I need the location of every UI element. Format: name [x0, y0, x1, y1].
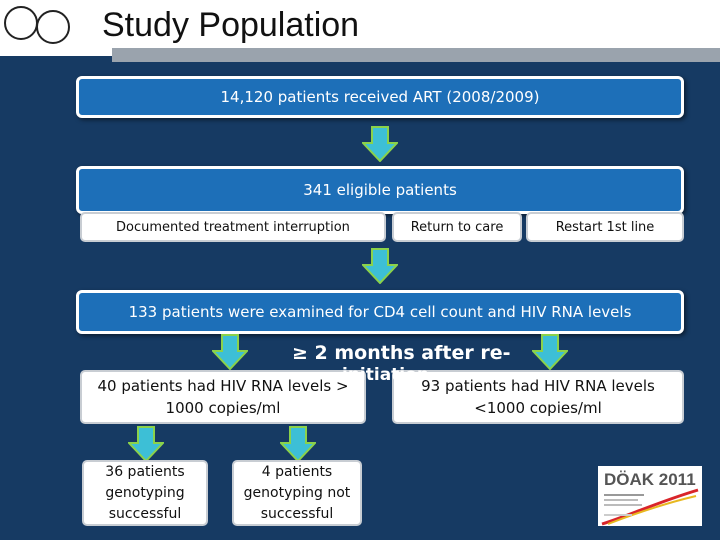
box-restart-first-line-text: Restart 1st line [555, 219, 655, 235]
box-rna-above-1000: 40 patients had HIV RNA levels > 1000 co… [80, 370, 366, 424]
page-title: Study Population [102, 6, 360, 44]
logo-swoosh-icon [601, 488, 699, 526]
down-arrow-icon [212, 334, 248, 370]
box-eligible-patients-text: 341 eligible patients [303, 181, 457, 199]
box-rna-below-1000: 93 patients had HIV RNA levels <1000 cop… [392, 370, 684, 424]
box-genotyping-not-successful-text: 4 patients genotyping not successful [243, 463, 351, 522]
header-band [0, 0, 720, 56]
header-underline [112, 48, 720, 62]
box-patients-examined: 133 patients were examined for CD4 cell … [76, 290, 684, 334]
box-patients-received-text: 14,120 patients received ART (2008/2009) [220, 88, 540, 106]
conference-logo-text: DÖAK 2011 [604, 470, 696, 489]
box-rna-below-1000-text: 93 patients had HIV RNA levels <1000 cop… [421, 377, 655, 417]
down-arrow-icon [280, 426, 316, 462]
box-restart-first-line: Restart 1st line [526, 212, 684, 242]
box-return-to-care: Return to care [392, 212, 522, 242]
box-patients-examined-text: 133 patients were examined for CD4 cell … [128, 303, 632, 321]
box-rna-above-1000-text: 40 patients had HIV RNA levels > 1000 co… [97, 377, 349, 417]
down-arrow-icon [532, 334, 568, 370]
box-eligible-patients: 341 eligible patients [76, 166, 684, 214]
box-treatment-interruption-text: Documented treatment interruption [116, 219, 350, 235]
down-arrow-icon [362, 248, 398, 284]
box-genotyping-successful-text: 36 patients genotyping successful [105, 463, 185, 522]
down-arrow-icon [362, 126, 398, 162]
label-after-reinitiation-line1: ≥ 2 months after re- [292, 342, 511, 364]
logo-circle-right-icon [36, 10, 70, 44]
down-arrow-icon [128, 426, 164, 462]
box-genotyping-not-successful: 4 patients genotyping not successful [232, 460, 362, 526]
box-return-to-care-text: Return to care [410, 219, 504, 235]
box-treatment-interruption: Documented treatment interruption [80, 212, 386, 242]
logo-circle-left-icon [4, 6, 38, 40]
box-genotyping-successful: 36 patients genotyping successful [82, 460, 208, 526]
conference-logo: DÖAK 2011 [598, 466, 702, 526]
label-after-reinitiation-line2: initiation [342, 365, 429, 385]
box-patients-received: 14,120 patients received ART (2008/2009) [76, 76, 684, 118]
